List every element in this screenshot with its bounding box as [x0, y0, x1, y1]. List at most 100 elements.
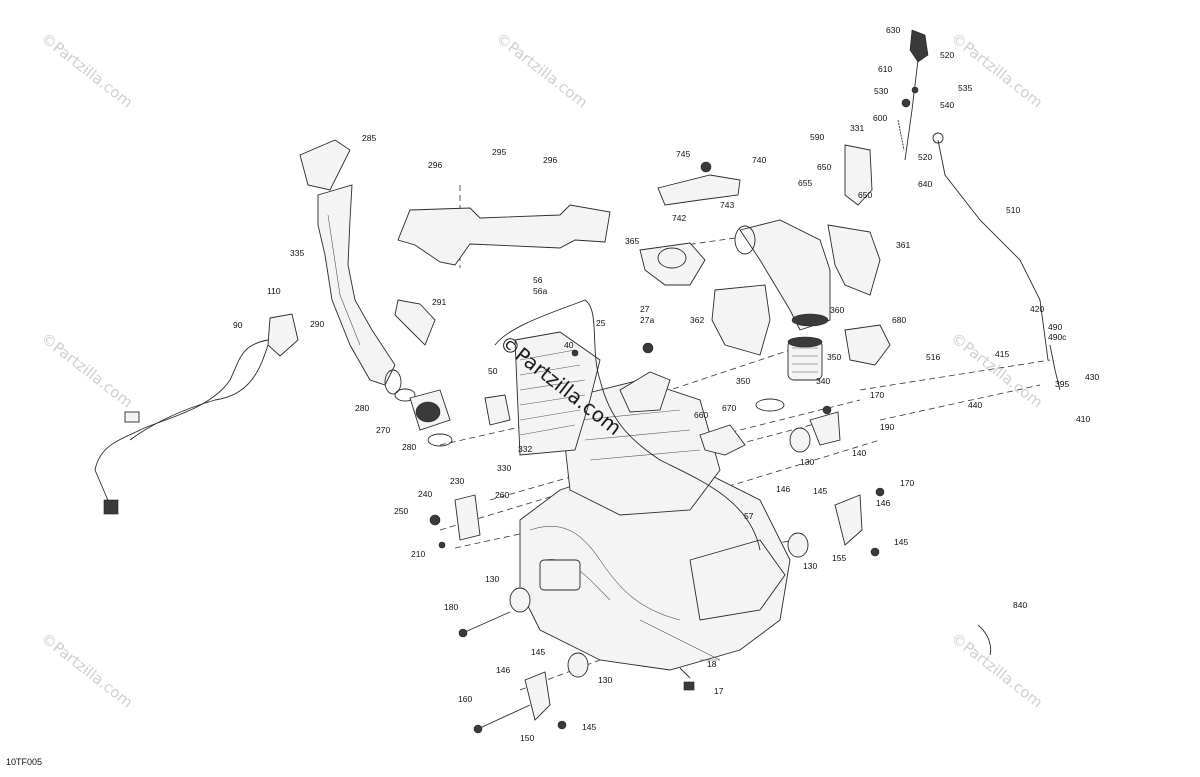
part-callout: 530	[874, 86, 888, 96]
part-callout: 655	[798, 178, 812, 188]
part-callout: 56a	[533, 286, 547, 296]
part-callout: 285	[362, 133, 376, 143]
part-callout: 745	[676, 149, 690, 159]
part-callout: 350	[736, 376, 750, 386]
part-callout: 146	[876, 498, 890, 508]
airbox	[639, 219, 881, 356]
part-callout: 520	[940, 50, 954, 60]
part-callout: 365	[625, 236, 639, 246]
part-callout: 590	[810, 132, 824, 142]
heat-shield	[397, 204, 611, 266]
shift-rod	[932, 132, 1061, 391]
part-callout: 430	[1085, 372, 1099, 382]
part-callout: 650	[817, 162, 831, 172]
part-callout: 516	[926, 352, 940, 362]
part-callout: 270	[376, 425, 390, 435]
figure-code: 10TF005	[6, 757, 43, 767]
part-callout: 140	[852, 448, 866, 458]
breather-hose	[494, 299, 761, 551]
part-callout: 360	[830, 305, 844, 315]
part-callout: 420	[1030, 304, 1044, 314]
part-callout: 330	[497, 463, 511, 473]
part-callout: 145	[813, 486, 827, 496]
part-callout: 610	[878, 64, 892, 74]
watermark: ©Partzilla.com	[38, 629, 137, 712]
part-callout: 240	[418, 489, 432, 499]
part-callout: 230	[450, 476, 464, 486]
part-callout: 40	[564, 340, 574, 350]
part-callout: 680	[892, 315, 906, 325]
part-callout: 600	[873, 113, 887, 123]
part-callout: 25	[596, 318, 606, 328]
part-callout: 335	[290, 248, 304, 258]
part-callout: 170	[900, 478, 914, 488]
part-callout: 290	[310, 319, 324, 329]
mounting-brackets	[657, 161, 891, 456]
part-callout: 296	[543, 155, 557, 165]
watermark: ©Partzilla.com	[948, 329, 1047, 412]
part-callout: 440	[968, 400, 982, 410]
part-callout: 415	[995, 349, 1009, 359]
part-callout: 155	[832, 553, 846, 563]
part-callout: 361	[896, 240, 910, 250]
part-callout: 150	[520, 733, 534, 743]
part-callout: 146	[496, 665, 510, 675]
part-callout: 90	[233, 320, 243, 330]
wiring-harness	[94, 313, 299, 515]
throttle-body	[484, 331, 601, 456]
part-callout: 340	[816, 376, 830, 386]
part-callout: 840	[1013, 600, 1027, 610]
part-callout: 210	[411, 549, 425, 559]
part-callout: 490c	[1048, 332, 1067, 342]
part-callout: 130	[598, 675, 612, 685]
watermark: ©Partzilla.com	[948, 29, 1047, 112]
shifter-assembly	[844, 29, 929, 206]
part-callout: 27a	[640, 315, 654, 325]
part-callout: 540	[940, 100, 954, 110]
intake-coupler	[384, 369, 453, 447]
engine-mounts	[454, 411, 863, 721]
part-callout: 660	[694, 410, 708, 420]
part-callout: 395	[1055, 379, 1069, 389]
part-callout: 145	[582, 722, 596, 732]
part-callout: 56	[533, 275, 543, 285]
part-callout: 490	[1048, 322, 1062, 332]
intake-duct	[299, 139, 436, 386]
part-callout: 145	[894, 537, 908, 547]
drain-fitting	[679, 667, 695, 691]
part-callout: 130	[800, 457, 814, 467]
part-callout: 260	[495, 490, 509, 500]
part-callout: 170	[870, 390, 884, 400]
part-callout: 331	[850, 123, 864, 133]
part-callout: 190	[880, 422, 894, 432]
hose-840	[977, 624, 992, 656]
part-callout: 743	[720, 200, 734, 210]
part-callout: 295	[492, 147, 506, 157]
part-callout: 670	[722, 403, 736, 413]
part-callout: 535	[958, 83, 972, 93]
part-callout: 332	[518, 444, 532, 454]
bolts	[429, 342, 885, 734]
air-filter	[755, 336, 823, 412]
part-callout: 110	[267, 286, 281, 296]
watermark: ©Partzilla.com	[493, 29, 592, 112]
part-callout: 18	[707, 659, 717, 669]
part-callout: 160	[458, 694, 472, 704]
part-callout: 50	[488, 366, 498, 376]
part-callout: 180	[444, 602, 458, 612]
watermark: ©Partzilla.com	[948, 629, 1047, 712]
part-callout: 17	[714, 686, 724, 696]
part-callout: 130	[485, 574, 499, 584]
part-callout: 145	[531, 647, 545, 657]
part-callout: 296	[428, 160, 442, 170]
watermark: ©Partzilla.com	[38, 29, 137, 112]
part-callout: 57	[744, 511, 754, 521]
part-callout: 362	[690, 315, 704, 325]
part-callout: 291	[432, 297, 446, 307]
part-callout: 350	[827, 352, 841, 362]
part-callout: 146	[776, 484, 790, 494]
part-callout: 510	[1006, 205, 1020, 215]
part-callout: 640	[918, 179, 932, 189]
